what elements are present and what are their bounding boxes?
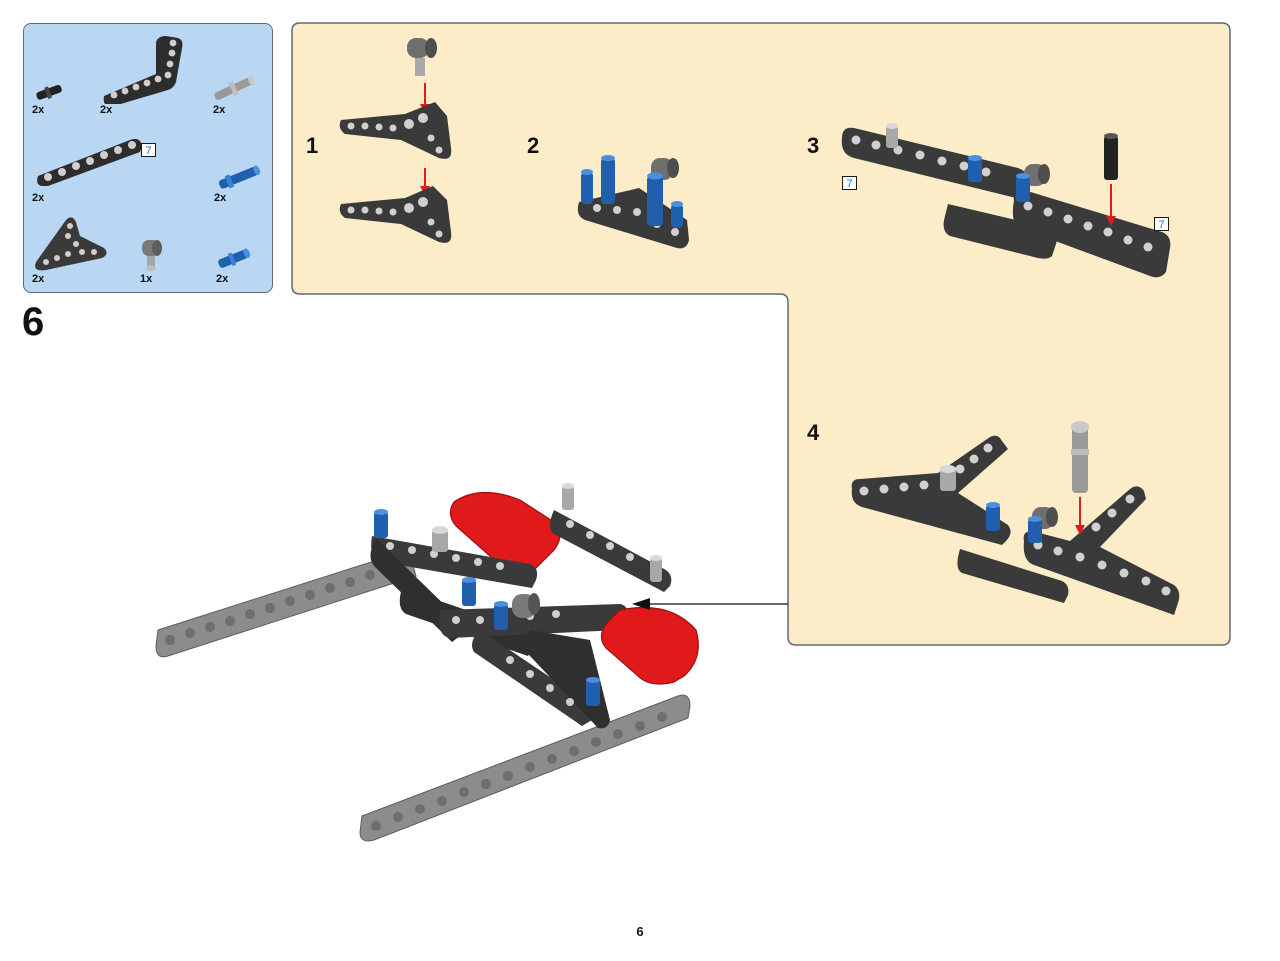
part-qty: 2x (214, 192, 227, 204)
part-qty: 2x (100, 104, 113, 116)
part-qty: 2x (213, 104, 226, 116)
black-beam-7-icon (37, 138, 142, 186)
part-qty: 2x (32, 192, 45, 204)
substep-number: 3 (807, 133, 820, 158)
part-qty: 1x (140, 273, 153, 285)
substep-number: 1 (306, 133, 319, 158)
part-qty: 2x (32, 273, 45, 285)
substep-2-illustration (577, 155, 689, 249)
black-l-beam-icon (103, 36, 183, 104)
substep-number: 2 (527, 133, 540, 158)
part-qty: 2x (32, 104, 45, 116)
black-friction-pin-icon (36, 84, 62, 100)
parts-list-panel: 2x 2x 2x 7 2x 2x (23, 23, 273, 293)
black-triangle-beam-icon (35, 217, 107, 271)
beam-length-label: 7 (141, 143, 156, 157)
page-number: 6 (636, 924, 644, 939)
substep-1-illustration (339, 38, 452, 243)
beam-length-label: 7 (842, 176, 857, 190)
substep-4-illustration (851, 421, 1180, 615)
gray-pin-connector-icon (142, 240, 162, 271)
main-step-number: 6 (22, 300, 45, 344)
blue-pin-long-icon (218, 165, 261, 189)
part-qty: 2x (216, 273, 229, 285)
gray-axle-pin-icon (214, 75, 255, 100)
substep-number: 4 (807, 420, 820, 445)
substep-3-illustration (841, 123, 1171, 278)
main-assembly-illustration (155, 483, 788, 842)
beam-length-label: 7 (1154, 217, 1169, 231)
blue-pin-short-icon (218, 248, 251, 268)
